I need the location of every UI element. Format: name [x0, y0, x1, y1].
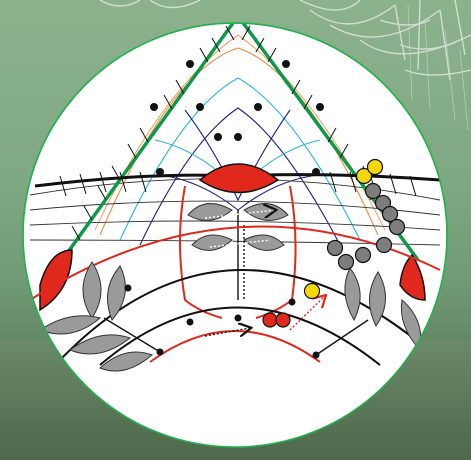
- pattern-bottom-blank: [20, 362, 460, 460]
